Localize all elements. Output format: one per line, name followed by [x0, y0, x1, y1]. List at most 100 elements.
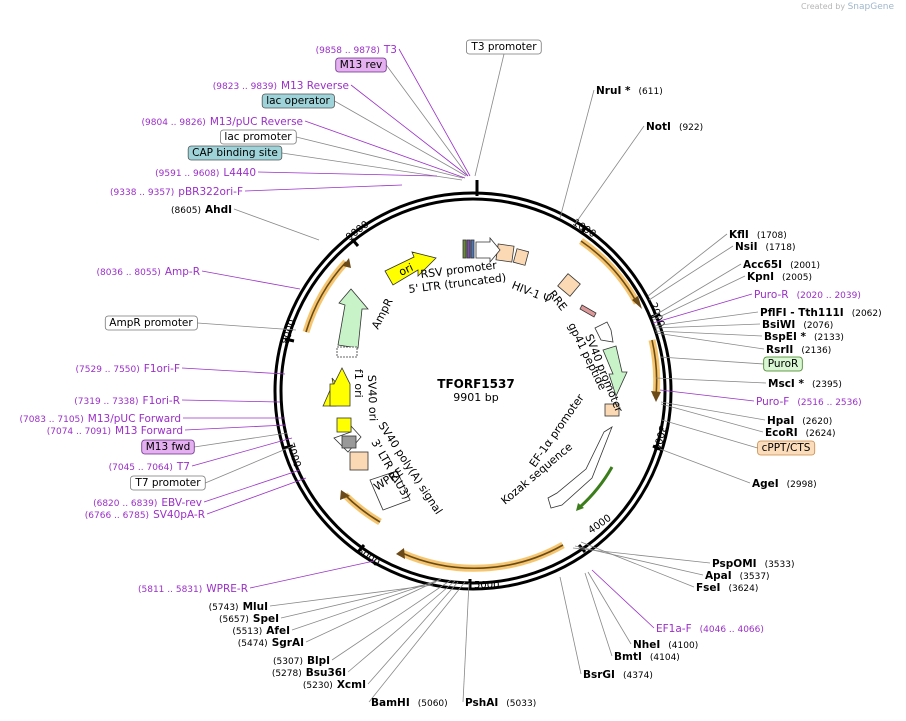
- svg-text:(7529 .. 7550)F1ori-F: (7529 .. 7550)F1ori-F: [76, 363, 181, 375]
- svg-text:(8605)AhdI: (8605)AhdI: [171, 204, 232, 216]
- svg-text:PflFI - Tth111I(2062): PflFI - Tth111I(2062): [760, 307, 882, 319]
- bmti-label: BmtI(4104): [584, 572, 680, 663]
- svg-text:(8036 .. 8055)Amp-R: (8036 .. 8055)Amp-R: [97, 266, 200, 278]
- m13-forward-label: (7074 .. 7091)M13 Forward: [47, 424, 287, 437]
- nsii-label: NsiI(1718): [648, 241, 795, 301]
- svg-text:(5278)Bsu36I: (5278)Bsu36I: [272, 667, 346, 679]
- t3-promoter-label: T3 promoter: [466, 39, 542, 177]
- svg-text:8000: 8000: [280, 318, 298, 346]
- apai-label: ApaI(3537): [574, 545, 770, 582]
- inner-label-hiv: HIV-1 Ψ: [510, 279, 554, 307]
- svg-text:RsrII(2136): RsrII(2136): [766, 344, 831, 356]
- lac-operator-feature-label: lac operator: [266, 95, 330, 107]
- svg-text:(5811 .. 5831)WPRE-R: (5811 .. 5831)WPRE-R: [138, 583, 248, 595]
- svg-text:BspEI *(2133): BspEI *(2133): [764, 331, 844, 343]
- svg-text:5000: 5000: [474, 580, 499, 591]
- cppt-cts-label: cPPT/CTS: [661, 419, 816, 456]
- tick-3000: 3000: [650, 424, 668, 451]
- svg-text:3000: 3000: [650, 424, 668, 451]
- svg-text:(7074 .. 7091)M13 Forward: (7074 .. 7091)M13 Forward: [47, 425, 183, 437]
- svg-text:(5743)MluI: (5743)MluI: [209, 601, 268, 613]
- mlui-label: (5743)MluI: [209, 584, 434, 613]
- sgrai-label: (5474)SgrAI: [238, 578, 442, 649]
- backbone-inner-ring: [279, 197, 667, 585]
- svg-text:Acc65I(2001): Acc65I(2001): [743, 259, 820, 271]
- ampr-promoter-label: AmpR promoter: [104, 315, 297, 331]
- hpai-label: HpaI(2620): [660, 401, 832, 427]
- cds-arrowheads: [340, 258, 661, 559]
- puror-label: PuroR: [659, 356, 803, 372]
- lac-operator-label: lac operator: [261, 93, 467, 177]
- m13-reverse-label: (9823 .. 9839)M13 Reverse: [213, 80, 469, 177]
- svg-text:(7083 .. 7105)M13/pUC Forward: (7083 .. 7105)M13/pUC Forward: [20, 413, 181, 425]
- svg-text:(7319 .. 7338)F1ori-R: (7319 .. 7338)F1ori-R: [74, 395, 180, 407]
- f1ori-r-label: (7319 .. 7338)F1ori-R: [74, 395, 281, 407]
- svg-text:NruI *(611): NruI *(611): [596, 85, 663, 97]
- t7-promoter-label: T7 promoter: [130, 445, 294, 491]
- ebv-rev-label: (6820 .. 6839)EBV-rev: [93, 469, 301, 509]
- tick-5000: 5000: [468, 579, 499, 591]
- svg-text:EF1a-F(4046 .. 4066): EF1a-F(4046 .. 4066): [656, 623, 764, 635]
- svg-text:BamHI(5060): BamHI(5060): [371, 697, 448, 709]
- puro-f-label: Puro-F(2516 .. 2536): [659, 389, 862, 408]
- svg-text:(9804 .. 9826)M13/pUC Reverse: (9804 .. 9826)M13/pUC Reverse: [142, 116, 303, 128]
- wpre-r-label: (5811 .. 5831)WPRE-R: [138, 560, 375, 595]
- bamhi-label: BamHI(5060): [368, 581, 466, 709]
- svg-text:(5657)SpeI: (5657)SpeI: [219, 613, 279, 625]
- t7-label: (7045 .. 7064)T7: [109, 437, 293, 473]
- m13-fwd-label: M13 fwd: [141, 432, 288, 455]
- msci-label: MscI *(2395): [655, 377, 842, 390]
- m13-puc-reverse-label: (9804 .. 9826)M13/pUC Reverse: [142, 116, 466, 179]
- svg-text:KpnI(2005): KpnI(2005): [747, 271, 812, 283]
- svg-text:(6766 .. 6785)SV40pA-R: (6766 .. 6785)SV40pA-R: [85, 509, 205, 521]
- svg-text:(9823 .. 9839)M13 Reverse: (9823 .. 9839)M13 Reverse: [213, 80, 349, 92]
- amp-r-label: (8036 .. 8055)Amp-R: [97, 266, 301, 290]
- svg-text:(5513)AfeI: (5513)AfeI: [232, 625, 290, 637]
- ahdi-label: (8605)AhdI: [171, 204, 320, 241]
- nhei-label: NheI(4100): [587, 571, 698, 651]
- inner-label-ori: ori: [397, 261, 415, 279]
- svg-text:1000: 1000: [570, 217, 597, 240]
- sv40pa-r-label: (6766 .. 6785)SV40pA-R: [85, 477, 307, 521]
- svg-text:(9338 .. 9357)pBR322ori-F: (9338 .. 9357)pBR322ori-F: [110, 186, 243, 198]
- inner-label-sv40ori: SV40 ori: [365, 375, 380, 422]
- tick-6000: 6000: [354, 544, 381, 569]
- tick-8000: 8000: [280, 318, 298, 346]
- blpi-label: (5307)BlpI: [273, 579, 452, 667]
- svg-text:EcoRI(2624): EcoRI(2624): [765, 427, 836, 439]
- spei-label: (5657)SpeI: [219, 581, 437, 625]
- puro-r-label: Puro-R(2020 .. 2039): [652, 289, 861, 324]
- afei-label: (5513)AfeI: [232, 579, 440, 637]
- svg-text:BsiWI(2076): BsiWI(2076): [762, 319, 833, 331]
- cap-binding-site-label: CAP binding site: [187, 145, 463, 181]
- svg-text:BsrGI(4374): BsrGI(4374): [583, 669, 653, 681]
- pbr322ori-f-label: (9338 .. 9357)pBR322ori-F: [110, 184, 403, 198]
- t7-promoter-feature-label: T7 promoter: [134, 477, 201, 489]
- svg-text:PspOMI(3533): PspOMI(3533): [712, 558, 795, 570]
- cds-arcs: [302, 238, 661, 572]
- svg-text:Puro-F(2516 .. 2536): Puro-F(2516 .. 2536): [756, 396, 862, 408]
- svg-text:NheI(4100): NheI(4100): [633, 639, 698, 651]
- nrui-label: NruI *(611): [559, 85, 663, 219]
- svg-text:(5230)XcmI: (5230)XcmI: [303, 679, 366, 691]
- inner-label-ampr: AmpR: [369, 296, 396, 332]
- kpni-label: KpnI(2005): [652, 271, 812, 321]
- bsu36i-label: (5278)Bsu36I: [272, 580, 456, 679]
- bspei-label: BspEI *(2133): [654, 330, 844, 343]
- svg-text:HpaI(2620): HpaI(2620): [767, 415, 832, 427]
- inner-features: [322, 236, 628, 511]
- rsrii-label: RsrII(2136): [655, 332, 831, 356]
- svg-text:(6820 .. 6839)EBV-rev: (6820 .. 6839)EBV-rev: [93, 497, 202, 509]
- inner-label-f1ori: f1 ori: [352, 369, 365, 398]
- m13-rev-feature-label: M13 rev: [340, 59, 383, 71]
- ampr-promoter-feature-label: AmpR promoter: [109, 317, 193, 329]
- svg-text:(7045 .. 7064)T7: (7045 .. 7064)T7: [109, 461, 190, 473]
- lac-promoter-label: lac promoter: [220, 129, 464, 179]
- svg-text:ApaI(3537): ApaI(3537): [705, 570, 770, 582]
- plasmid-name: TFORF1537: [437, 377, 514, 391]
- svg-text:NsiI(1718): NsiI(1718): [735, 241, 795, 253]
- f1ori-f-label: (7529 .. 7550)F1ori-F: [76, 363, 286, 375]
- kfli-label: KflI(1708): [647, 229, 787, 297]
- svg-text:BmtI(4104): BmtI(4104): [614, 651, 680, 663]
